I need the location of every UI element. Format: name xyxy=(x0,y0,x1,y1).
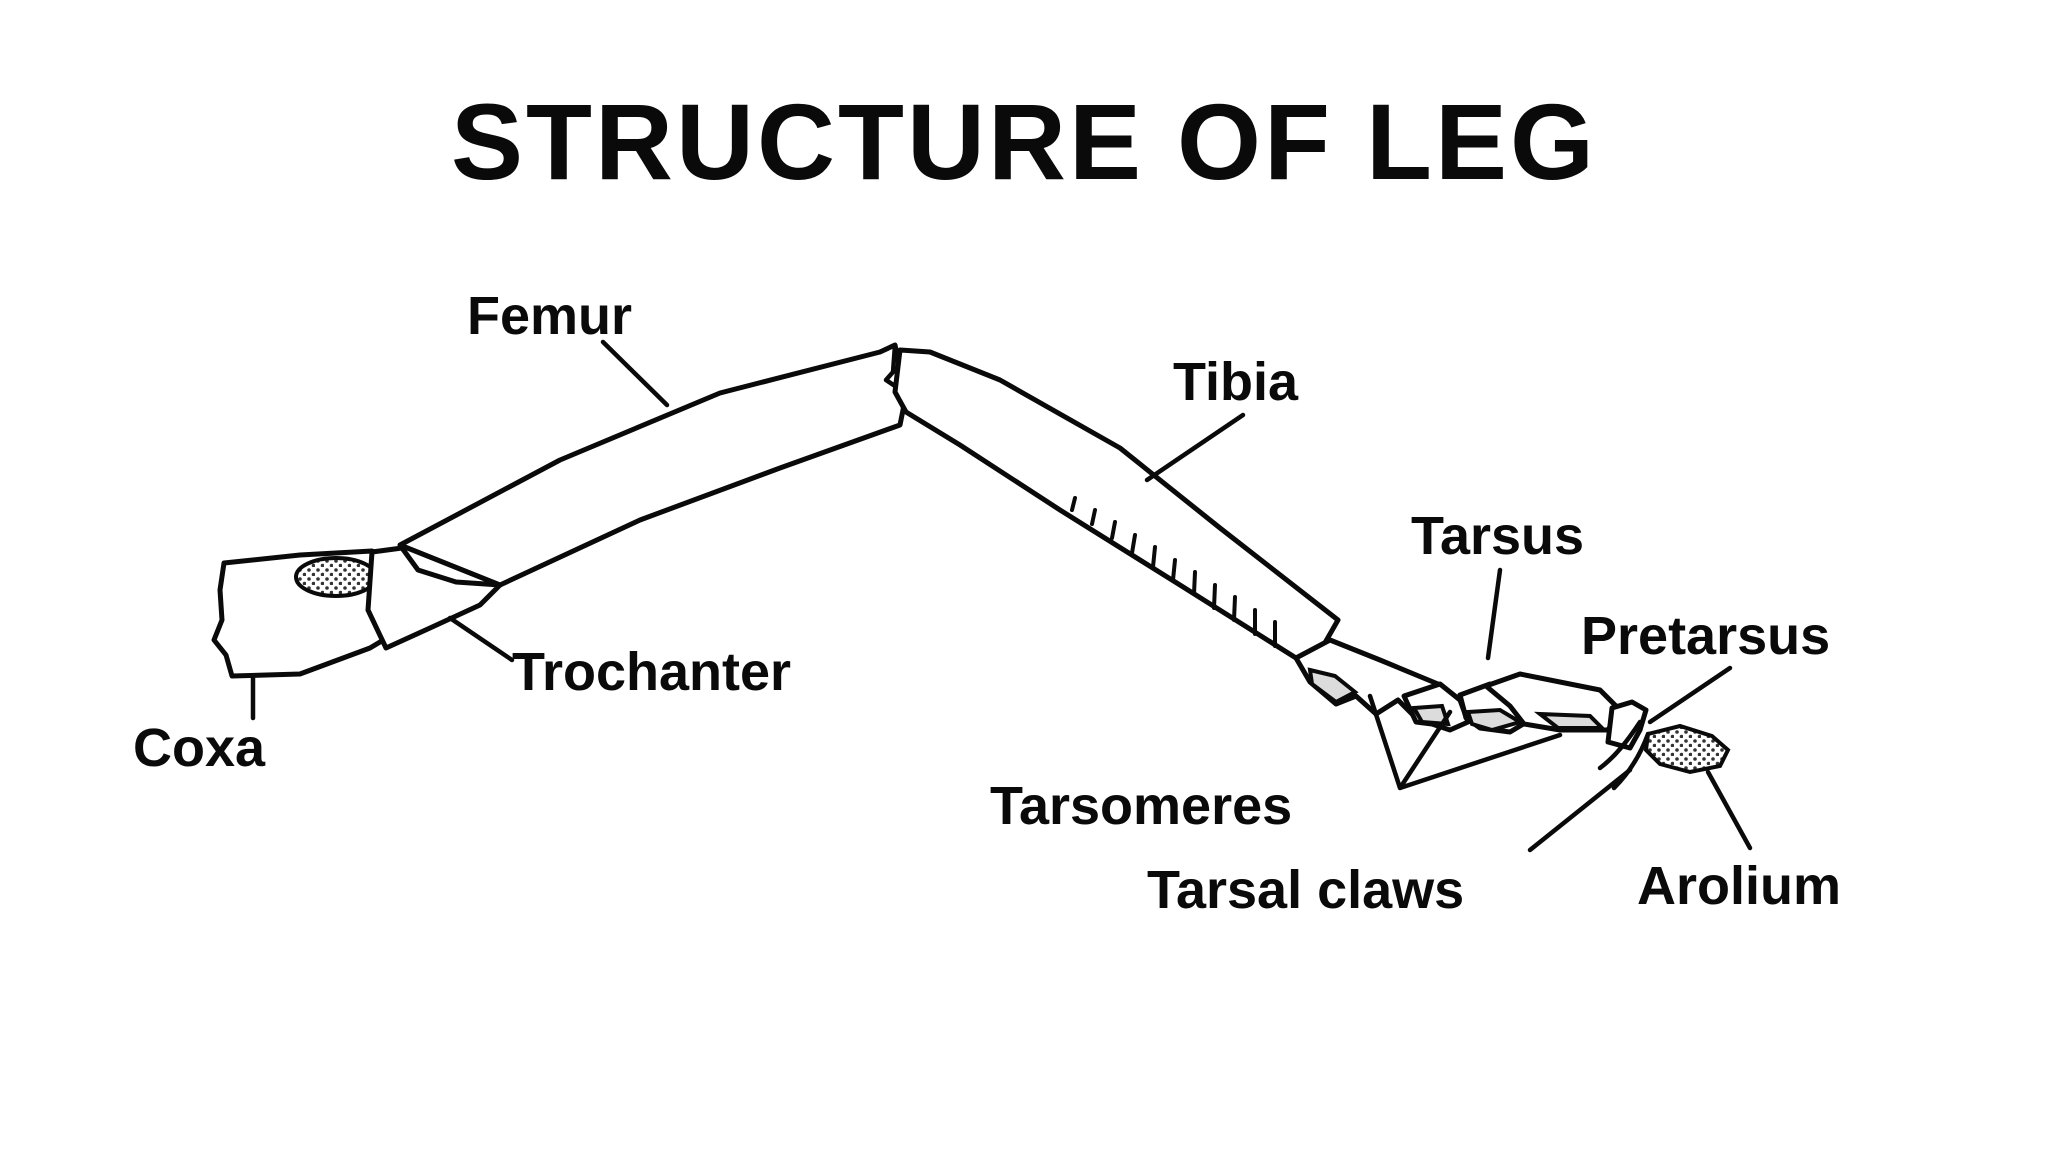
coxa-membrane xyxy=(294,556,378,598)
label-pretarsus: Pretarsus xyxy=(1581,606,1830,666)
tarsal-claw-upper xyxy=(1597,719,1643,771)
label-tibia: Tibia xyxy=(1173,352,1299,412)
trochanter-segment xyxy=(365,545,503,651)
pretarsus-segment xyxy=(1605,699,1649,751)
tibial-spines xyxy=(1070,496,1277,648)
label-tarsus: Tarsus xyxy=(1411,506,1584,566)
leader-arolium xyxy=(1705,769,1753,851)
label-tarsomeres: Tarsomeres xyxy=(990,776,1292,836)
leader-tarsus xyxy=(1485,567,1503,661)
arolium-pad xyxy=(1643,723,1731,775)
label-arolium: Arolium xyxy=(1637,856,1841,916)
tarsomere-1-pad xyxy=(1307,667,1359,705)
leader-tarsal-claws xyxy=(1527,767,1633,853)
label-trochanter: Trochanter xyxy=(512,642,791,702)
leader-pretarsus xyxy=(1647,665,1733,725)
label-femur: Femur xyxy=(467,286,632,346)
leader-trochanter xyxy=(447,615,515,663)
femur-segment xyxy=(397,342,909,588)
tarsomere-4-pad xyxy=(1533,711,1607,730)
label-tarsal-claws: Tarsal claws xyxy=(1147,860,1464,920)
leader-tibia xyxy=(1144,412,1246,483)
label-coxa: Coxa xyxy=(133,718,266,778)
diagram-title: STRUCTURE OF LEG xyxy=(451,81,1597,202)
tarsomere-2-pad xyxy=(1410,703,1451,727)
tarsomere-3-pad xyxy=(1465,707,1525,733)
leader-femur xyxy=(600,339,670,408)
leader-tarsomeres xyxy=(1367,693,1563,791)
